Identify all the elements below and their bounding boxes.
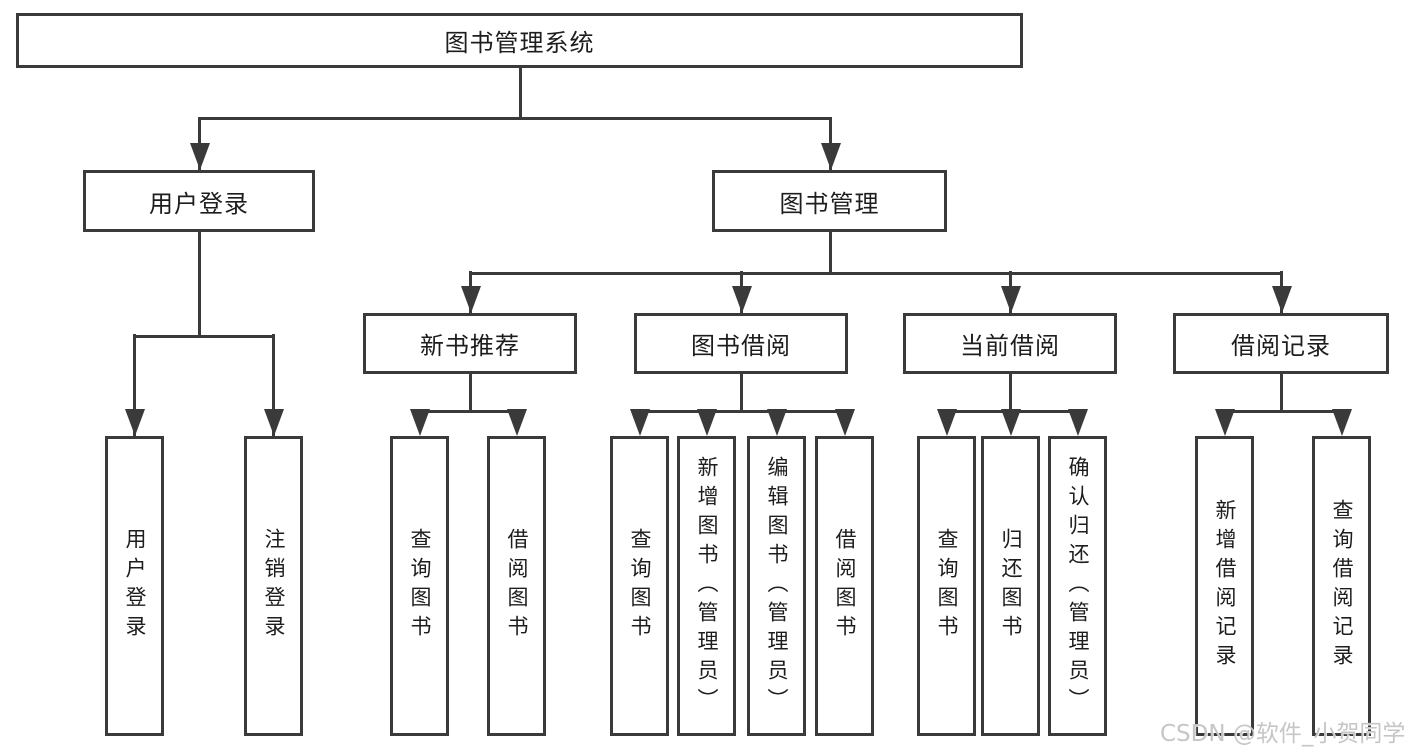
connector-hline (132, 334, 275, 338)
leaf-query-book-current: 查询图书 (917, 436, 976, 736)
connector-vline (1279, 372, 1283, 412)
arrow-down-icon (1271, 286, 1292, 313)
arrow-down-icon (1331, 409, 1352, 436)
arrow-down-icon (1000, 409, 1021, 436)
leaf-borrow-book-borrow: 借阅图书 (815, 436, 874, 736)
arrow-down-icon (731, 286, 752, 313)
arrow-down-icon (1000, 286, 1021, 313)
connector-vline (197, 230, 201, 337)
leaf-confirm-return-admin: 确认归还（管理员） (1048, 436, 1107, 736)
connector-vline (468, 372, 472, 412)
connector-hline (197, 117, 832, 120)
connector-vline (739, 372, 743, 412)
node-borrow-record: 借阅记录 (1173, 313, 1389, 374)
arrow-down-icon (766, 409, 787, 436)
node-library-management-system: 图书管理系统 (16, 13, 1023, 68)
connector-vline (271, 334, 275, 436)
arrow-down-icon (936, 409, 957, 436)
node-user-login: 用户登录 (83, 170, 315, 232)
arrow-down-icon (189, 143, 210, 170)
leaf-user-login: 用户登录 (105, 436, 164, 736)
leaf-return-book: 归还图书 (981, 436, 1040, 736)
arrow-down-icon (460, 286, 481, 313)
connector-vline (518, 66, 522, 120)
arrow-down-icon (506, 409, 527, 436)
leaf-logout-login: 注销登录 (244, 436, 303, 736)
node-new-book-recommend: 新书推荐 (363, 313, 577, 374)
connector-hline (468, 271, 1283, 275)
leaf-query-borrow-record: 查询借阅记录 (1312, 436, 1371, 736)
leaf-borrow-book-newrec: 借阅图书 (487, 436, 546, 736)
leaf-query-book-newrec: 查询图书 (390, 436, 449, 736)
leaf-add-book-admin: 新增图书（管理员） (677, 436, 736, 736)
leaf-query-book-borrow: 查询图书 (610, 436, 669, 736)
csdn-watermark: CSDN @软件_小贺同学 (1160, 721, 1405, 747)
connector-vline (828, 230, 832, 275)
connector-vline (1008, 372, 1012, 412)
arrow-down-icon (820, 143, 841, 170)
connector-hline (418, 409, 518, 413)
connector-hline (638, 409, 846, 413)
arrow-down-icon (629, 409, 650, 436)
node-current-borrow: 当前借阅 (903, 313, 1117, 374)
connector-vline (132, 334, 136, 436)
arrow-down-icon (1214, 409, 1235, 436)
node-book-management: 图书管理 (712, 170, 947, 232)
arrow-down-icon (696, 409, 717, 436)
arrow-down-icon (409, 409, 430, 436)
node-book-borrow: 图书借阅 (634, 313, 848, 374)
leaf-add-borrow-record: 新增借阅记录 (1195, 436, 1254, 736)
connector-hline (1223, 409, 1343, 413)
leaf-edit-book-admin: 编辑图书（管理员） (747, 436, 806, 736)
arrow-down-icon (263, 409, 284, 436)
arrow-down-icon (1067, 409, 1088, 436)
arrow-down-icon (834, 409, 855, 436)
arrow-down-icon (124, 409, 145, 436)
